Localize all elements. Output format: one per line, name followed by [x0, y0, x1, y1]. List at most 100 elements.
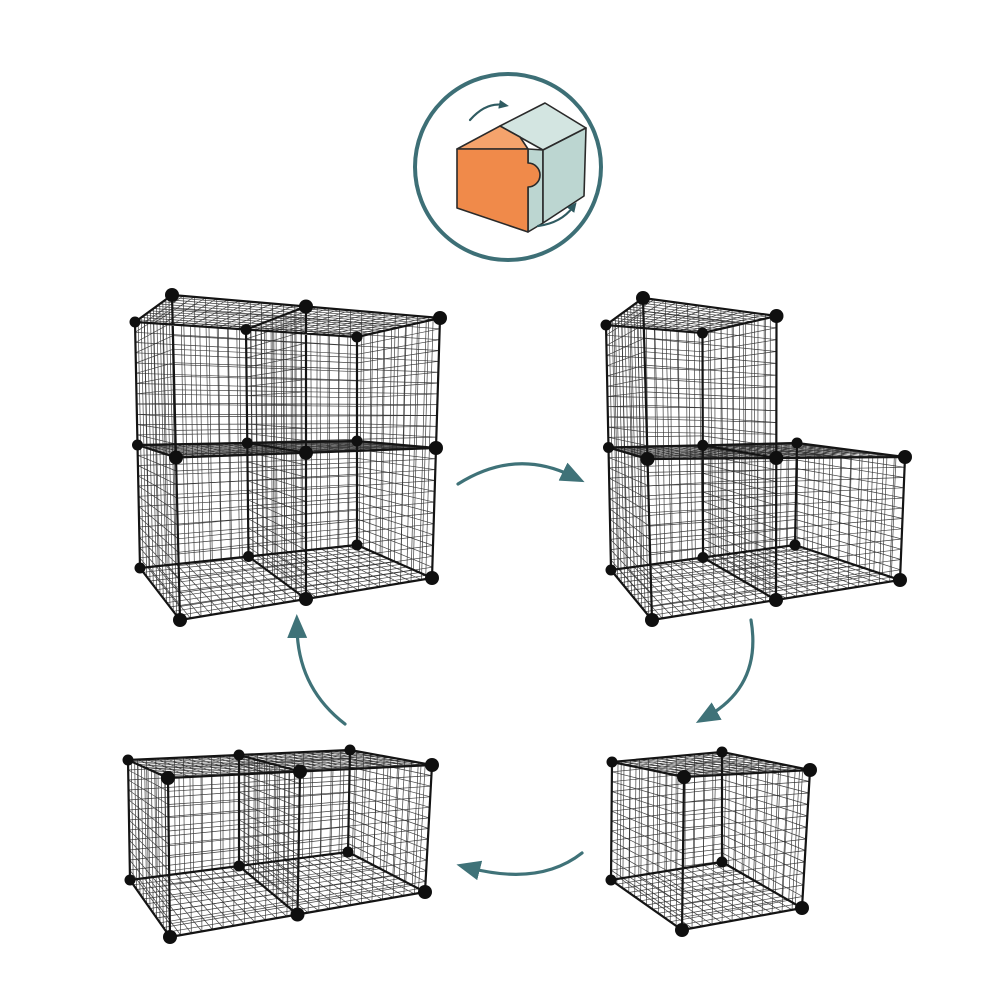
connector-ball	[351, 331, 363, 343]
connector-ball	[344, 744, 356, 756]
connector-ball	[418, 885, 432, 899]
connector-ball	[351, 435, 363, 447]
connector-ball	[425, 571, 439, 585]
connector-ball	[605, 874, 617, 886]
wire-grid-panel	[795, 444, 905, 578]
connector-ball	[697, 327, 708, 339]
connector-ball	[299, 299, 313, 314]
wire-grid-panel	[246, 330, 358, 443]
teal-piece-front-face	[527, 148, 544, 233]
connector-ball	[795, 901, 809, 915]
connector-ball	[769, 309, 784, 323]
connector-ball	[240, 324, 252, 335]
curved-arrow-icon	[695, 618, 755, 723]
connector-ball	[429, 441, 443, 455]
wire-grid-panel	[709, 545, 892, 599]
connector-ball	[769, 451, 784, 465]
wire-grid-panel	[702, 443, 797, 557]
modular-puzzle-cube-icon	[413, 72, 603, 262]
wire-grid-panel	[247, 443, 307, 596]
wire-grid-panel	[138, 295, 302, 330]
wire-grid-panel	[606, 300, 648, 459]
connector-ball	[603, 442, 614, 453]
connector-ball	[675, 923, 689, 937]
connector-ball	[299, 445, 313, 460]
connector-ball	[716, 746, 728, 758]
wire-grid-panel	[356, 319, 440, 448]
wire-grid-panel	[617, 752, 803, 777]
wire-grid-panel	[682, 770, 810, 929]
wire-grid-panel	[135, 297, 176, 457]
curved-arrow-icon	[456, 462, 585, 486]
wire-grid-panel	[137, 443, 249, 568]
frame-rods	[133, 293, 442, 622]
wire-grid-panel	[614, 558, 770, 619]
connector-ball	[129, 316, 141, 328]
frame-rods	[126, 748, 434, 939]
connector-ball	[433, 311, 447, 325]
connector-ball	[293, 764, 307, 779]
connector-ball	[640, 452, 655, 466]
rotate-arrow-bottom	[536, 202, 577, 228]
connector-ball	[163, 930, 177, 944]
wire-grid-panel	[348, 751, 432, 889]
connector-ball	[165, 288, 179, 302]
wire-grid-panel	[721, 753, 810, 905]
connector-ball	[769, 593, 783, 607]
teal-piece-side-face	[542, 127, 587, 224]
connector-ball	[600, 319, 612, 331]
flow-arrows	[287, 462, 755, 881]
wire-grid-panel	[305, 307, 440, 453]
wire-grid-panel	[128, 761, 171, 933]
wire-cube-assembly-2x2	[129, 288, 447, 627]
connector-ball	[636, 291, 650, 305]
orange-piece-front-face	[456, 148, 541, 233]
connector-ball	[351, 539, 363, 551]
connector-ball	[161, 771, 175, 785]
wire-grid-panel	[137, 445, 180, 616]
wire-grid-panel	[131, 755, 295, 778]
wire-grid-panel	[616, 863, 796, 929]
frame-rods	[609, 750, 812, 932]
connector-ball	[789, 539, 801, 551]
rotate-arrows-icon	[468, 99, 577, 228]
connector-ball	[893, 573, 907, 587]
connector-ball	[342, 846, 354, 858]
connector-ball	[645, 613, 659, 627]
wire-cube-assembly-single	[605, 746, 817, 937]
frame-rods	[604, 296, 907, 622]
connector-ball	[299, 592, 313, 606]
wire-grid-panel	[608, 448, 652, 616]
connector-ball	[677, 770, 691, 784]
connector-ball	[898, 450, 912, 464]
connector-ball	[173, 613, 187, 627]
wire-grid-panel	[608, 445, 704, 570]
connector-ball	[124, 874, 136, 886]
connector-ball	[425, 758, 439, 772]
connector-ball	[605, 564, 617, 576]
connector-ball	[122, 754, 134, 766]
connector-ball	[606, 756, 618, 768]
connector-ball	[233, 749, 245, 761]
connector-ball	[241, 437, 253, 449]
connector-ball	[716, 856, 728, 868]
connector-ball	[134, 562, 146, 574]
connector-ball	[243, 551, 254, 562]
connector-ball	[233, 860, 245, 872]
wire-grid-panel	[356, 441, 436, 576]
wire-grid-panel	[168, 771, 300, 936]
connector-ball	[132, 439, 143, 451]
connector-ball	[697, 439, 709, 451]
wire-grid-panel	[247, 441, 358, 556]
curved-arrow-icon	[456, 851, 584, 881]
wire-cube-assembly-double	[122, 744, 439, 944]
connector-ball	[697, 552, 709, 563]
connector-ball	[803, 763, 817, 777]
wire-grid-panel	[610, 763, 684, 926]
wire-grid-panel	[297, 765, 432, 913]
connector-ball	[169, 450, 183, 465]
wire-grid-panel	[702, 317, 777, 457]
rotate-arrow-top	[468, 99, 509, 122]
